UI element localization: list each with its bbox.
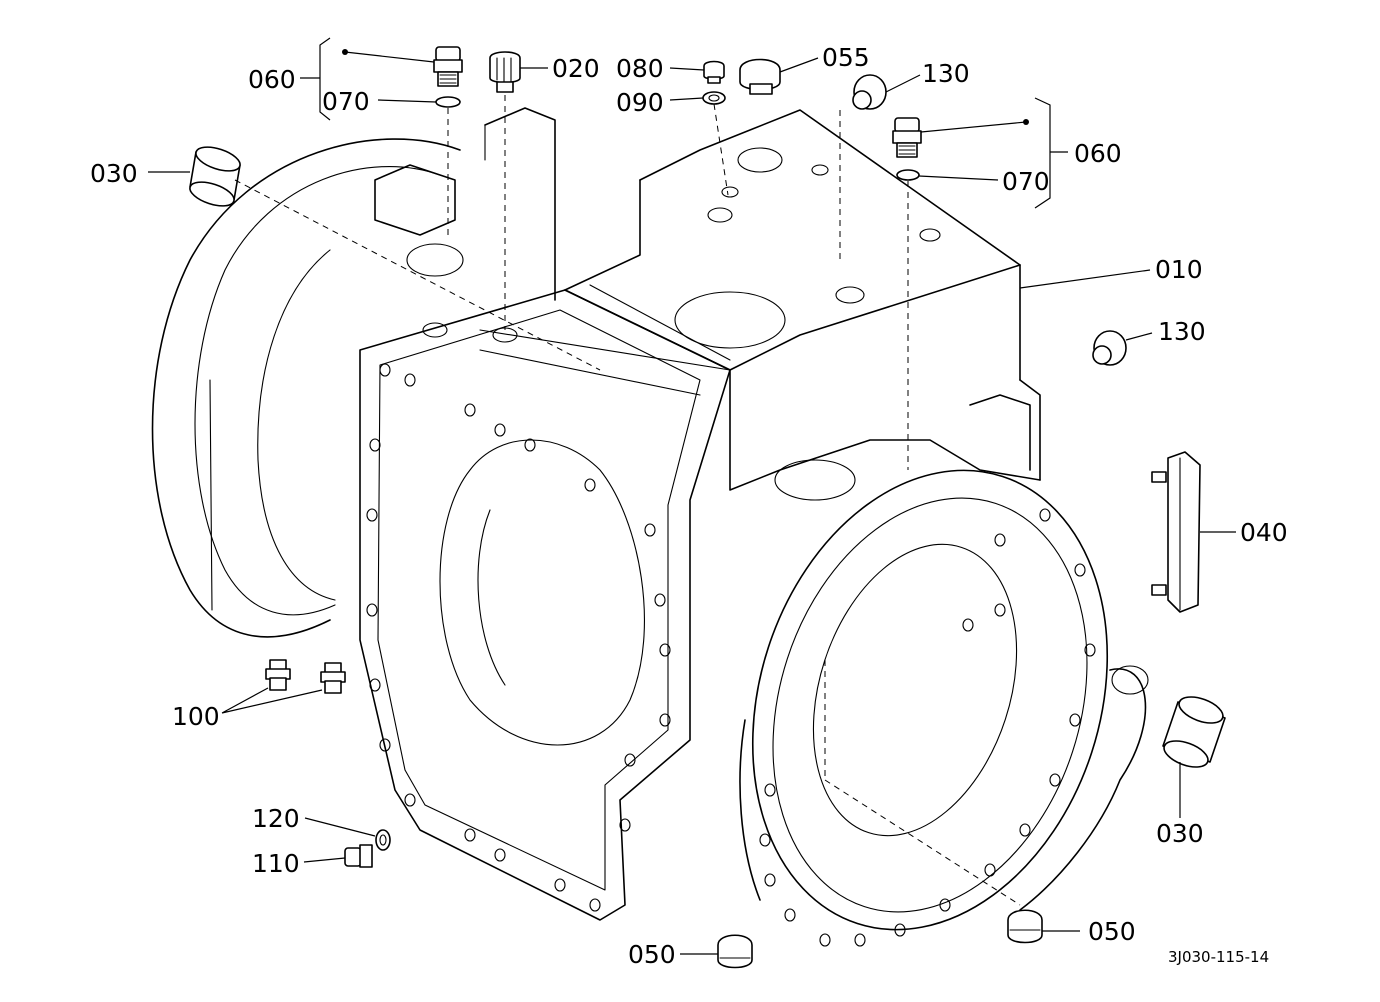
flange-bolt-holes [759, 508, 1096, 947]
label-110: 110 [252, 849, 300, 878]
oring-070-left [435, 96, 461, 108]
plug-110 [344, 844, 373, 868]
label-130-right: 130 [1158, 317, 1206, 346]
leader-lines [148, 37, 1236, 955]
reference-code: 3J030-115-14 [1168, 948, 1269, 966]
label-050-bottom: 050 [628, 940, 676, 969]
label-100: 100 [172, 702, 220, 731]
label-055: 055 [822, 43, 870, 72]
washer-120 [375, 829, 391, 851]
plug-100-a [265, 659, 291, 691]
plug-050-right [1007, 909, 1043, 944]
label-070-right: 070 [1002, 167, 1050, 196]
bushing-030-left [189, 146, 241, 207]
bushing-030-right [1162, 696, 1226, 768]
oring-070-right [896, 169, 920, 181]
label-010: 010 [1155, 255, 1203, 284]
part-labels: 060 070 020 080 090 055 130 060 070 030 … [90, 43, 1288, 969]
label-120: 120 [252, 804, 300, 833]
label-090: 090 [616, 88, 664, 117]
plug-055 [739, 58, 781, 95]
label-030-right: 030 [1156, 819, 1204, 848]
label-060-right: 060 [1074, 139, 1122, 168]
plug-060-right [892, 117, 922, 158]
plug-080 [703, 60, 725, 84]
plug-130-top [852, 74, 887, 110]
label-030-left: 030 [90, 159, 138, 188]
label-080: 080 [616, 54, 664, 83]
plug-050-bottom [717, 934, 753, 969]
plug-100-b [320, 662, 346, 694]
frame-bolt-holes [366, 363, 671, 912]
assembly-lines [234, 95, 1021, 906]
plug-130-right [1092, 330, 1127, 366]
breather-020 [489, 51, 521, 93]
label-070-left: 070 [322, 87, 370, 116]
label-130-top: 130 [922, 59, 970, 88]
washer-090 [702, 91, 726, 105]
cover-040 [1151, 451, 1201, 613]
label-020: 020 [552, 54, 600, 83]
label-060-left: 060 [248, 65, 296, 94]
label-040: 040 [1240, 518, 1288, 547]
label-050-right: 050 [1088, 917, 1136, 946]
transmission-case-body [151, 107, 1149, 931]
plug-060-left [433, 46, 463, 87]
